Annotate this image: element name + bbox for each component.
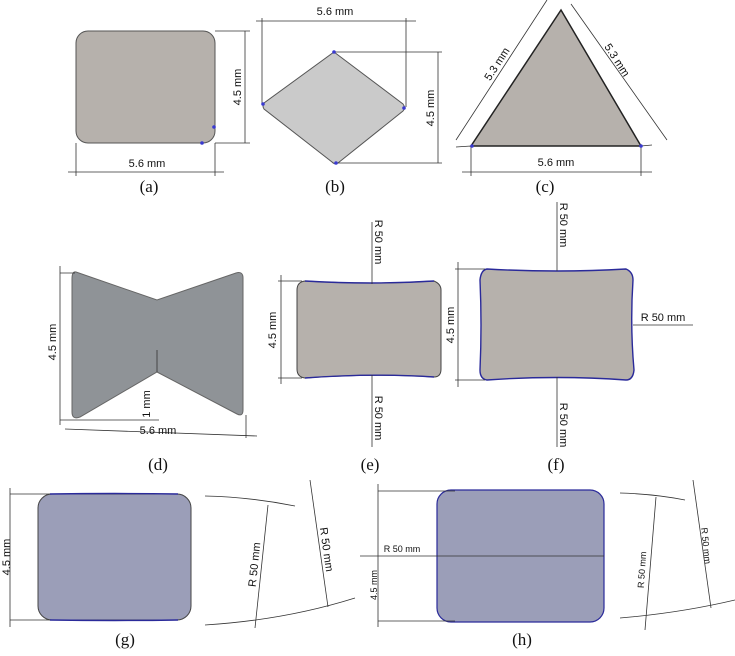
dim-right-radius: R 50 mm xyxy=(641,312,686,324)
panel-g: 4.5 mm R 50 mm R 50 mm (g) xyxy=(1,479,356,649)
dim-top-radius: R 50 mm xyxy=(557,203,569,248)
dim-width: 5.6 mm xyxy=(129,158,166,170)
panel-b: 5.6 mm 4.5 mm (b) xyxy=(256,6,442,196)
caption-e: (e) xyxy=(361,455,380,474)
dim-height: 4.5 mm xyxy=(267,312,279,349)
rounded-square-shape xyxy=(75,30,216,144)
dim-radius-2: R 50 mm xyxy=(699,527,713,564)
caption-b: (b) xyxy=(325,177,345,196)
caption-f: (f) xyxy=(548,455,565,474)
dim-right-side: 5.3 mm xyxy=(601,42,631,79)
dim-notch: 1 mm xyxy=(141,390,153,418)
dim-bottom-radius: R 50 mm xyxy=(557,403,569,448)
concave-rect-shape xyxy=(296,280,442,379)
concave-four-side-shape xyxy=(479,268,635,381)
dim-width: 5.6 mm xyxy=(140,425,177,437)
panel-h: R 50 mm 4.5 mm R 50 mm R 50 mm (h) xyxy=(360,479,735,649)
dim-bottom-radius: R 50 mm xyxy=(372,396,384,441)
caption-d: (d) xyxy=(148,455,168,474)
dim-height: 4.5 mm xyxy=(369,570,379,600)
rhombus-shape xyxy=(262,51,405,165)
panel-a: 5.6 mm 4.5 mm (a) xyxy=(68,30,250,196)
panel-f: 4.5 mm R 50 mm R 50 mm R 50 mm (f) xyxy=(445,202,693,474)
dim-height: 4.5 mm xyxy=(445,307,457,344)
dim-left-side: 5.3 mm xyxy=(482,46,512,83)
dim-width: 5.6 mm xyxy=(317,6,354,18)
panel-d: 4.5 mm 1 mm 5.6 mm (d) xyxy=(47,266,258,474)
triangle-shape xyxy=(469,8,643,147)
caption-c: (c) xyxy=(536,177,555,196)
rounded-rect-shape xyxy=(37,493,192,621)
dim-height: 4.5 mm xyxy=(232,69,244,106)
dim-horizontal-radius: R 50 mm xyxy=(384,544,421,554)
caption-a: (a) xyxy=(140,177,159,196)
caption-h: (h) xyxy=(512,630,532,649)
dim-radius-1: R 50 mm xyxy=(636,551,649,588)
panel-c: 5.6 mm 5.3 mm 5.3 mm (c) xyxy=(455,0,668,196)
bowtie-shape xyxy=(71,271,244,419)
dim-height: 4.5 mm xyxy=(425,90,437,127)
dim-base: 5.6 mm xyxy=(538,157,575,169)
dim-height: 4.5 mm xyxy=(47,324,59,361)
dim-radius-1: R 50 mm xyxy=(247,542,264,588)
caption-g: (g) xyxy=(115,630,135,649)
dim-height: 4.5 mm xyxy=(1,539,13,576)
dim-top-radius: R 50 mm xyxy=(372,220,384,265)
panel-e: 4.5 mm R 50 mm R 50 mm (e) xyxy=(267,220,442,474)
